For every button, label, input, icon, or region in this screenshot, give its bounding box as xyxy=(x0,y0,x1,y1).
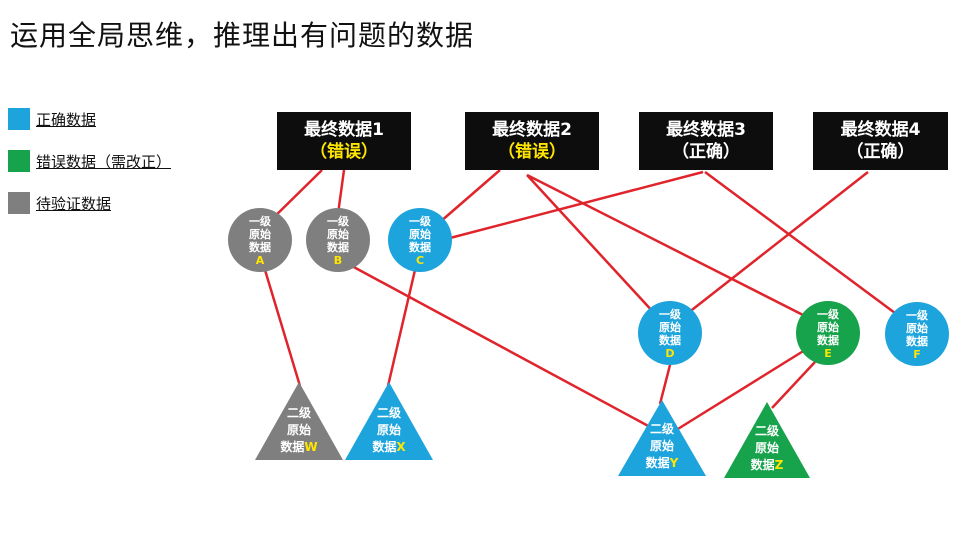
node-c-letter: C xyxy=(415,254,425,267)
final-data-4-label: 最终数据4 xyxy=(840,120,921,140)
node-d-letter: D xyxy=(665,347,675,360)
node-b-letter: B xyxy=(333,254,343,267)
node-w-line2: 原始 xyxy=(286,423,311,437)
legend-swatch-pending xyxy=(8,192,30,214)
final-data-4: 最终数据4 （正确） xyxy=(813,112,948,170)
legend-label-pending: 待验证数据 xyxy=(36,194,112,213)
node-z-letter: Z xyxy=(774,458,784,472)
level2-node-y: 二级 原始 数据Y xyxy=(618,400,706,476)
level2-node-x: 二级 原始 数据X xyxy=(345,382,433,460)
node-z-line1: 二级 xyxy=(754,424,779,438)
node-f-letter: F xyxy=(913,348,921,361)
node-x-text: 二级 原始 数据X xyxy=(345,405,433,456)
legend-label-wrong: 错误数据（需改正） xyxy=(36,152,172,171)
node-b-line2: 原始 xyxy=(327,228,349,241)
node-f-line2: 原始 xyxy=(906,322,928,335)
edge-c-x xyxy=(386,269,417,387)
node-c-line1: 一级 xyxy=(409,215,431,228)
node-y-line3-text: 数据 xyxy=(645,456,670,470)
node-c-line2: 原始 xyxy=(409,228,431,241)
level2-node-z: 二级 原始 数据Z xyxy=(724,402,810,478)
edge-e-y xyxy=(672,348,806,434)
node-a-line2: 原始 xyxy=(249,228,271,241)
edge-d-y xyxy=(658,364,672,405)
edge-final2-d xyxy=(526,174,656,315)
triangle-w-shape xyxy=(255,382,343,460)
triangle-x-shape xyxy=(345,382,433,460)
node-x-line1: 二级 xyxy=(376,406,401,420)
node-a-line1: 一级 xyxy=(249,215,271,228)
edge-a-w xyxy=(263,269,302,387)
final-data-2-status: （错误） xyxy=(498,142,566,162)
edge-final4-d xyxy=(687,171,869,314)
legend-item-correct: 正确数据 xyxy=(8,108,96,130)
node-a-letter: A xyxy=(255,254,265,267)
node-b-line1: 一级 xyxy=(327,215,349,228)
node-y-line3: 数据Y xyxy=(618,455,706,472)
node-b-line3: 数据 xyxy=(327,241,349,254)
node-e-line3: 数据 xyxy=(817,334,839,347)
node-f-line3: 数据 xyxy=(906,335,928,348)
node-x-line3: 数据X xyxy=(345,439,433,456)
node-y-letter: Y xyxy=(669,456,679,470)
edge-b-y xyxy=(349,263,653,430)
edge-final2-e xyxy=(526,173,806,318)
node-d-line1: 一级 xyxy=(659,308,681,321)
node-w-line1: 二级 xyxy=(286,406,311,420)
node-x-letter: X xyxy=(396,440,406,454)
final-data-2: 最终数据2 （错误） xyxy=(465,112,599,170)
final-data-1: 最终数据1 （错误） xyxy=(277,112,411,170)
final-data-2-label: 最终数据2 xyxy=(492,120,572,140)
edge-final2-c xyxy=(439,169,501,223)
edge-final3-c xyxy=(449,170,704,240)
legend-swatch-correct xyxy=(8,108,30,130)
level1-node-a: 一级 原始 数据 A xyxy=(228,208,292,272)
edge-final1-b xyxy=(336,169,346,215)
final-data-3: 最终数据3 （正确） xyxy=(639,112,773,170)
triangle-z-shape xyxy=(724,402,810,478)
node-y-text: 二级 原始 数据Y xyxy=(618,421,706,472)
node-w-text: 二级 原始 数据W xyxy=(255,405,343,456)
level1-node-c: 一级 原始 数据 C xyxy=(388,208,452,272)
node-x-line3-text: 数据 xyxy=(372,440,397,454)
edge-e-z xyxy=(771,361,816,409)
final-data-3-status: （正确） xyxy=(672,142,740,162)
legend-swatch-wrong xyxy=(8,150,30,172)
node-w-letter: W xyxy=(304,440,318,454)
final-data-4-status: （正确） xyxy=(846,142,915,162)
level1-node-d: 一级 原始 数据 D xyxy=(638,301,702,365)
legend-label-correct: 正确数据 xyxy=(36,110,97,129)
node-y-line1: 二级 xyxy=(649,422,674,436)
node-w-line3: 数据W xyxy=(255,439,343,456)
node-f-line1: 一级 xyxy=(906,309,928,322)
level1-node-b: 一级 原始 数据 B xyxy=(306,208,370,272)
page-title: 运用全局思维，推理出有问题的数据 xyxy=(10,19,475,52)
node-e-letter: E xyxy=(824,347,832,360)
final-data-1-status: （错误） xyxy=(310,142,378,162)
final-data-1-label: 最终数据1 xyxy=(304,120,384,140)
triangle-y-shape xyxy=(618,400,706,476)
legend-item-pending: 待验证数据 xyxy=(8,192,111,214)
node-x-line2: 原始 xyxy=(376,423,401,437)
node-e-line1: 一级 xyxy=(817,308,839,321)
node-d-line3: 数据 xyxy=(659,334,681,347)
level2-node-w: 二级 原始 数据W xyxy=(255,382,343,460)
node-d-line2: 原始 xyxy=(659,321,681,334)
level1-node-e: 一级 原始 数据 E xyxy=(796,301,860,365)
legend-item-wrong: 错误数据（需改正） xyxy=(8,150,171,172)
node-w-line3-text: 数据 xyxy=(280,440,305,454)
level1-node-f: 一级 原始 数据 F xyxy=(885,302,949,366)
node-e-line2: 原始 xyxy=(817,321,839,334)
final-data-3-label: 最终数据3 xyxy=(666,120,746,140)
node-c-line3: 数据 xyxy=(409,241,431,254)
node-z-line3: 数据Z xyxy=(724,457,810,474)
node-a-line3: 数据 xyxy=(249,241,271,254)
node-z-line3-text: 数据 xyxy=(750,458,775,472)
node-z-text: 二级 原始 数据Z xyxy=(724,423,810,474)
edge-final3-f xyxy=(704,170,896,315)
node-y-line2: 原始 xyxy=(649,439,674,453)
node-z-line2: 原始 xyxy=(754,441,779,455)
